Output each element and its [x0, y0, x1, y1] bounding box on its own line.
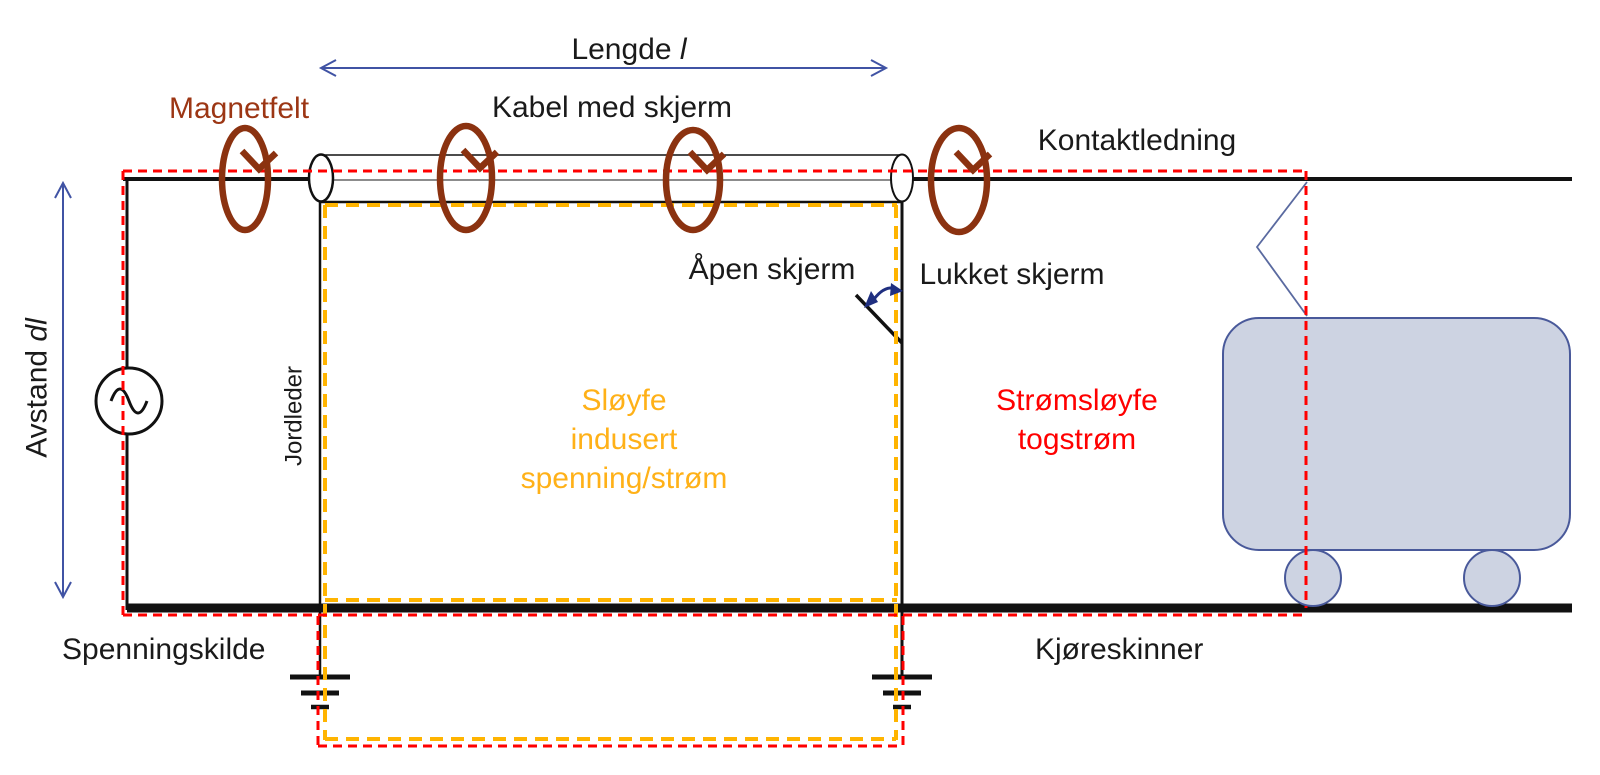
train-current-label-line2: togstrøm [1017, 423, 1137, 456]
distance-label-text: Avstand [20, 349, 54, 458]
rails-label: Kjøreskinner [1035, 633, 1204, 666]
ground-symbol-left [290, 674, 350, 710]
magnetfelt-label: Magnetfelt [168, 92, 310, 125]
length-label: Lengde l [571, 30, 686, 69]
train [1222, 181, 1571, 607]
voltage-source-label: Spenningskilde [62, 633, 266, 666]
cable-body [321, 156, 902, 201]
induced-loop-label-line3: spenning/strøm [520, 462, 728, 495]
ground-conductor-label: Jordleder [280, 365, 308, 467]
contact-line-label: Kontaktledning [1037, 124, 1237, 157]
distance-label: Avstand dl [18, 318, 57, 458]
induced-loop-label-line1: Sløyfe [581, 384, 667, 417]
length-label-text: Lengde [571, 33, 672, 66]
cable-with-shield-label: Kabel med skjerm [491, 91, 733, 124]
cable-left-end-cap [307, 153, 335, 203]
pantograph [1255, 181, 1308, 317]
train-wheel-right [1463, 549, 1521, 607]
train-current-label-line1: Strømsløyfe [996, 384, 1158, 417]
sine-wave-icon [109, 387, 149, 415]
train-body [1222, 317, 1571, 551]
induced-loop-label-line2: indusert [570, 423, 678, 456]
closed-shield-label: Lukket skjerm [919, 258, 1105, 291]
cable-right-end-cap [890, 153, 914, 203]
train-wheel-left [1284, 549, 1342, 607]
length-variable: l [679, 33, 687, 66]
distance-variable: dl [20, 318, 54, 342]
train-current-loop-red-dashed [121, 169, 1308, 748]
induced-loop-label: Sløyfe indusert spenning/strøm [521, 381, 728, 498]
shield-toggle-arrow [864, 283, 903, 308]
length-dimension-arrow [318, 59, 889, 77]
train-current-loop-label: Strømsløyfe togstrøm [996, 381, 1158, 459]
induced-loop-yellow-dashed [323, 203, 898, 741]
open-shield-label: Åpen skjerm [688, 253, 856, 286]
magnetic-field-loop-icons [218, 122, 993, 236]
distance-dimension-arrow [54, 180, 72, 600]
